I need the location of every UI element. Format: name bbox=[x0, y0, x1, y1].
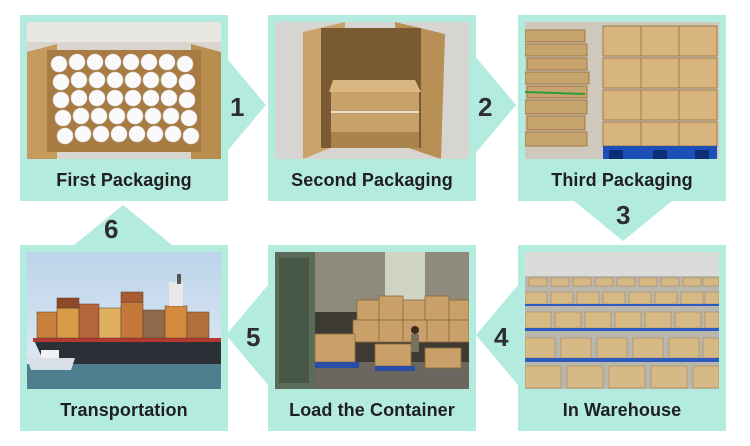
step-card-in-warehouse: In Warehouse bbox=[518, 245, 726, 431]
transportation-photo bbox=[27, 252, 221, 389]
load-container-photo bbox=[275, 252, 469, 389]
in-warehouse-photo bbox=[525, 252, 719, 389]
step-number-5: 5 bbox=[246, 322, 261, 352]
step-label: Third Packaging bbox=[551, 169, 693, 190]
arrow-up-6 bbox=[74, 205, 172, 245]
arrow-left-4 bbox=[476, 285, 518, 385]
arrow-right-2 bbox=[474, 55, 516, 155]
step-number-4: 4 bbox=[494, 322, 509, 352]
step-label: Second Packaging bbox=[291, 169, 453, 190]
arrow-right-1 bbox=[224, 55, 266, 155]
step-card-load-the-container: Load the Container bbox=[268, 245, 476, 431]
step-number-3: 3 bbox=[616, 200, 631, 230]
step-label: First Packaging bbox=[56, 169, 192, 190]
step-card-transportation: Transportation bbox=[20, 245, 228, 431]
arrow-left-5 bbox=[226, 285, 268, 385]
first-packaging-photo bbox=[27, 22, 221, 159]
arrow-down-3 bbox=[574, 201, 672, 241]
step-label: In Warehouse bbox=[562, 399, 682, 420]
step-card-first-packaging: First Packaging bbox=[20, 15, 228, 201]
step-card-second-packaging: Second Packaging bbox=[268, 15, 476, 201]
second-packaging-photo bbox=[275, 22, 469, 159]
step-label: Load the Container bbox=[289, 399, 455, 420]
step-number-6: 6 bbox=[104, 214, 119, 244]
third-packaging-photo bbox=[525, 22, 719, 159]
step-number-2: 2 bbox=[478, 92, 493, 122]
step-card-third-packaging: Third Packaging bbox=[518, 15, 726, 201]
step-label: Transportation bbox=[60, 399, 188, 420]
step-number-1: 1 bbox=[230, 92, 245, 122]
